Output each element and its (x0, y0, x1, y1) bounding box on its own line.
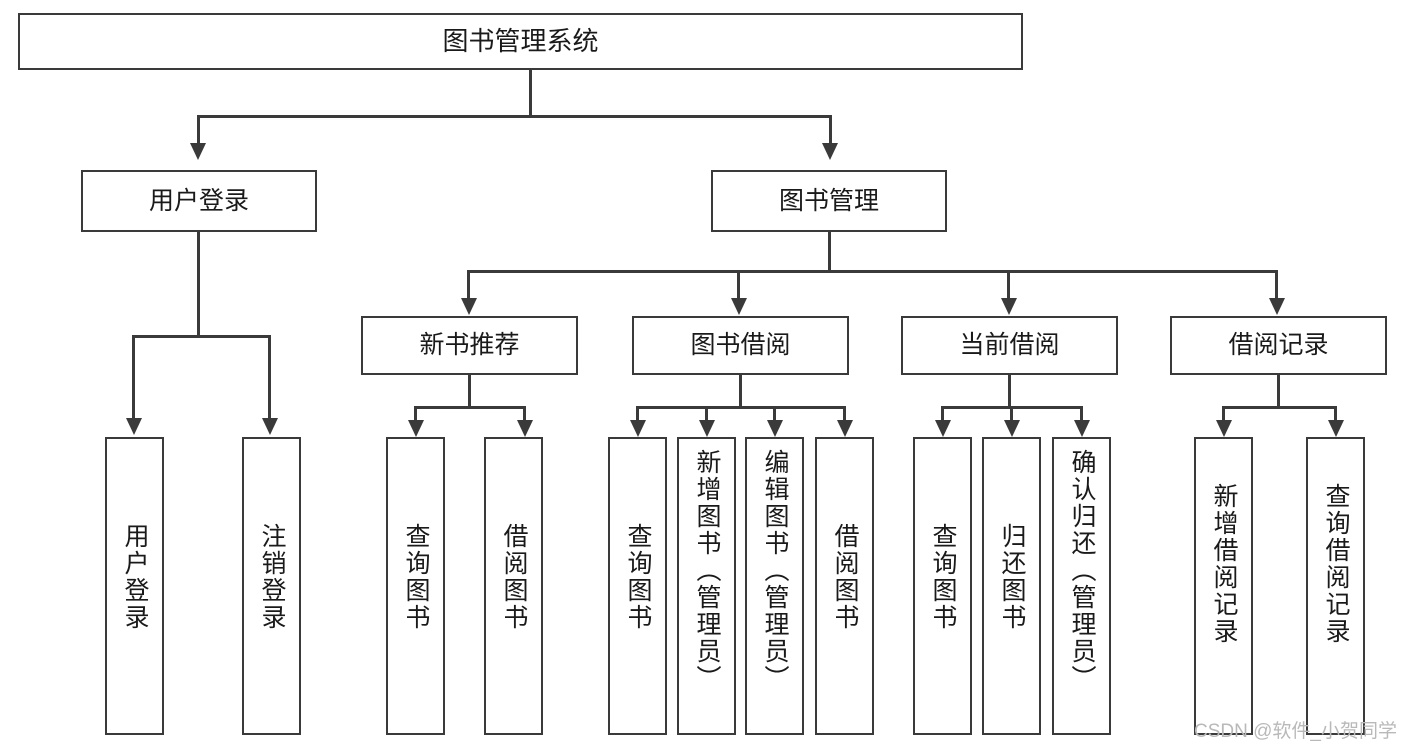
node-label: 归还图书 (998, 523, 1026, 631)
node-label: 借阅图书 (831, 523, 859, 631)
connector-book-borrow-drop-4 (843, 406, 846, 422)
node-borrow-record[interactable]: 借阅记录 (1170, 316, 1387, 375)
arrowhead-leaf-user-login (126, 418, 142, 435)
connector-book-manage-drop-2 (737, 270, 740, 300)
node-label: 当前借阅 (959, 331, 1060, 360)
connector-book-manage-trunk (828, 232, 831, 272)
arrowhead-borrow-record (1269, 298, 1285, 315)
node-user-login[interactable]: 用户登录 (81, 170, 317, 232)
node-root-system[interactable]: 图书管理系统 (18, 13, 1023, 70)
arrowhead-leaf-borrow-book-2 (837, 420, 853, 437)
node-label: 查询图书 (929, 523, 957, 631)
connector-book-borrow-bus (636, 406, 846, 409)
leaf-borrow-book-2[interactable]: 借阅图书 (815, 437, 874, 735)
connector-root-to-book-manage (829, 115, 832, 145)
arrowhead-leaf-borrow-book-1 (517, 420, 533, 437)
leaf-query-book-1[interactable]: 查询图书 (386, 437, 445, 735)
node-label: 用户登录 (121, 523, 149, 631)
connector-current-borrow-trunk (1008, 375, 1011, 408)
connector-current-borrow-drop-2 (1010, 406, 1013, 422)
connector-new-book-rec-drop-2 (523, 406, 526, 422)
connector-root-trunk (529, 70, 532, 117)
node-label: 借阅记录 (1228, 331, 1329, 360)
arrowhead-user-login (190, 143, 206, 160)
leaf-query-book-2[interactable]: 查询图书 (608, 437, 667, 735)
leaf-add-record[interactable]: 新增借阅记录 (1194, 437, 1253, 735)
node-label: 确认归还（管理员） (1068, 449, 1096, 692)
node-label: 新增借阅记录 (1210, 483, 1238, 645)
connector-new-book-rec-drop-1 (414, 406, 417, 422)
connector-book-borrow-drop-3 (773, 406, 776, 422)
connector-new-book-rec-trunk (468, 375, 471, 408)
arrowhead-leaf-add-record (1216, 420, 1232, 437)
connector-user-login-trunk (197, 232, 200, 337)
arrowhead-book-borrow (731, 298, 747, 315)
connector-borrow-record-drop-2 (1334, 406, 1337, 422)
connector-book-manage-bus (467, 270, 1278, 273)
node-label: 查询图书 (402, 523, 430, 631)
node-label: 图书管理系统 (442, 25, 599, 56)
leaf-borrow-book-1[interactable]: 借阅图书 (484, 437, 543, 735)
connector-book-borrow-trunk (739, 375, 742, 408)
leaf-confirm-return[interactable]: 确认归还（管理员） (1052, 437, 1111, 735)
connector-new-book-rec-bus (414, 406, 526, 409)
connector-current-borrow-drop-3 (1080, 406, 1083, 422)
node-new-book-rec[interactable]: 新书推荐 (361, 316, 578, 375)
node-label: 用户登录 (148, 186, 249, 215)
connector-book-manage-drop-4 (1275, 270, 1278, 300)
arrowhead-book-manage (822, 143, 838, 160)
leaf-query-record[interactable]: 查询借阅记录 (1306, 437, 1365, 735)
leaf-user-login[interactable]: 用户登录 (105, 437, 164, 735)
connector-current-borrow-drop-1 (941, 406, 944, 422)
connector-borrow-record-bus (1222, 406, 1337, 409)
leaf-edit-book[interactable]: 编辑图书（管理员） (745, 437, 804, 735)
arrowhead-current-borrow (1001, 298, 1017, 315)
arrowhead-leaf-add-book (699, 420, 715, 437)
node-label: 图书管理 (778, 186, 879, 215)
leaf-add-book[interactable]: 新增图书（管理员） (677, 437, 736, 735)
connector-user-login-bus (132, 335, 270, 338)
node-label: 借阅图书 (500, 523, 528, 631)
node-label: 图书借阅 (690, 331, 791, 360)
connector-user-login-drop-2 (268, 335, 271, 420)
connector-book-manage-drop-3 (1007, 270, 1010, 300)
node-label: 查询图书 (624, 523, 652, 631)
arrowhead-leaf-logout (262, 418, 278, 435)
node-book-borrow[interactable]: 图书借阅 (632, 316, 849, 375)
leaf-logout[interactable]: 注销登录 (242, 437, 301, 735)
node-label: 注销登录 (258, 523, 286, 631)
connector-root-to-user-login (197, 115, 200, 145)
leaf-query-book-3[interactable]: 查询图书 (913, 437, 972, 735)
connector-book-borrow-drop-2 (705, 406, 708, 422)
connector-root-bus (197, 115, 832, 118)
connector-borrow-record-drop-1 (1222, 406, 1225, 422)
node-book-manage[interactable]: 图书管理 (711, 170, 947, 232)
node-label: 新增图书（管理员） (693, 449, 721, 692)
leaf-return-book[interactable]: 归还图书 (982, 437, 1041, 735)
node-label: 查询借阅记录 (1322, 483, 1350, 645)
node-current-borrow[interactable]: 当前借阅 (901, 316, 1118, 375)
arrowhead-leaf-query-book-2 (630, 420, 646, 437)
arrowhead-leaf-query-record (1328, 420, 1344, 437)
connector-user-login-drop-1 (132, 335, 135, 420)
connector-borrow-record-trunk (1277, 375, 1280, 408)
arrowhead-new-book-rec (461, 298, 477, 315)
node-label: 新书推荐 (419, 331, 520, 360)
connector-book-manage-drop-1 (467, 270, 470, 300)
arrowhead-leaf-edit-book (767, 420, 783, 437)
arrowhead-leaf-return-book (1004, 420, 1020, 437)
arrowhead-leaf-confirm-return (1074, 420, 1090, 437)
arrowhead-leaf-query-book-1 (408, 420, 424, 437)
watermark-text: CSDN @软件_小贺同学 (1194, 721, 1397, 742)
connector-book-borrow-drop-1 (636, 406, 639, 422)
arrowhead-leaf-query-book-3 (935, 420, 951, 437)
node-label: 编辑图书（管理员） (761, 449, 789, 692)
